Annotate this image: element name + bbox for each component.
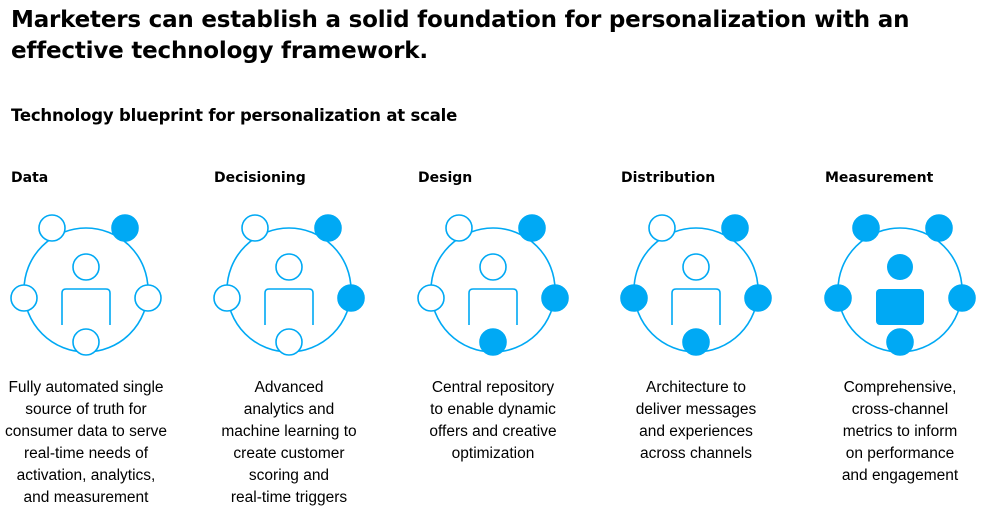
node-top-right-filled <box>314 214 342 242</box>
pillar-description: Central repository to enable dynamic off… <box>429 379 557 462</box>
pillar-measurement: Measurement Comprehensive, cross-channel… <box>824 0 987 530</box>
blueprint-subtitle: Technology blueprint for personalization… <box>11 106 458 125</box>
pillar-title: Decisioning <box>214 170 306 186</box>
node-top-right-filled <box>111 214 139 242</box>
person-body-outline <box>61 288 111 325</box>
node-top-left-outline <box>648 214 676 242</box>
node-top-left-outline <box>445 214 473 242</box>
pillar-description: Fully automated single source of truth f… <box>5 379 167 506</box>
node-bottom-filled <box>479 328 507 356</box>
node-right-outline <box>134 284 162 312</box>
node-top-left-outline <box>38 214 66 242</box>
pillar-title: Distribution <box>621 170 716 186</box>
node-top-right-filled <box>925 214 953 242</box>
person-head-filled <box>887 254 913 280</box>
node-bottom-outline <box>275 328 303 356</box>
person-head-outline <box>275 253 303 281</box>
pillar-title: Measurement <box>825 170 934 186</box>
decisioning-network-icon <box>213 214 365 356</box>
pillar-design: Design Central repository to enable dyna… <box>417 0 622 530</box>
node-top-left-outline <box>241 214 269 242</box>
data-network-icon <box>10 214 162 356</box>
person-head-outline <box>479 253 507 281</box>
node-left-outline <box>417 284 445 312</box>
node-bottom-filled <box>682 328 710 356</box>
node-right-filled <box>948 284 976 312</box>
pillar-description: Advanced analytics and machine learning … <box>221 379 357 506</box>
node-left-outline <box>10 284 38 312</box>
person-body-outline <box>468 288 518 325</box>
node-left-filled <box>824 284 852 312</box>
node-left-outline <box>213 284 241 312</box>
person-head-outline <box>72 253 100 281</box>
design-network-icon <box>417 214 569 356</box>
node-right-filled <box>744 284 772 312</box>
person-body-outline <box>671 288 721 325</box>
pillar-decisioning: Decisioning Advanced analytics and machi… <box>213 0 418 530</box>
node-bottom-filled <box>886 328 914 356</box>
pillar-title: Data <box>11 170 49 186</box>
node-bottom-outline <box>72 328 100 356</box>
person-body-filled <box>876 289 924 325</box>
node-top-right-filled <box>721 214 749 242</box>
node-top-right-filled <box>518 214 546 242</box>
page-headline: Marketers can establish a solid foundati… <box>11 7 910 64</box>
node-right-filled <box>541 284 569 312</box>
pillar-title: Design <box>418 170 473 186</box>
person-head-outline <box>682 253 710 281</box>
pillar-distribution: Distribution Architecture to deliver mes… <box>620 0 825 530</box>
node-top-left-filled <box>852 214 880 242</box>
measurement-network-icon <box>824 214 976 356</box>
person-body-outline <box>264 288 314 325</box>
node-left-filled <box>620 284 648 312</box>
node-right-filled <box>337 284 365 312</box>
pillar-data: Data Fully automated single source of tr… <box>5 0 215 530</box>
distribution-network-icon <box>620 214 772 356</box>
pillar-description: Architecture to deliver messages and exp… <box>635 379 757 462</box>
pillar-description: Comprehensive, cross-channel metrics to … <box>841 379 959 484</box>
